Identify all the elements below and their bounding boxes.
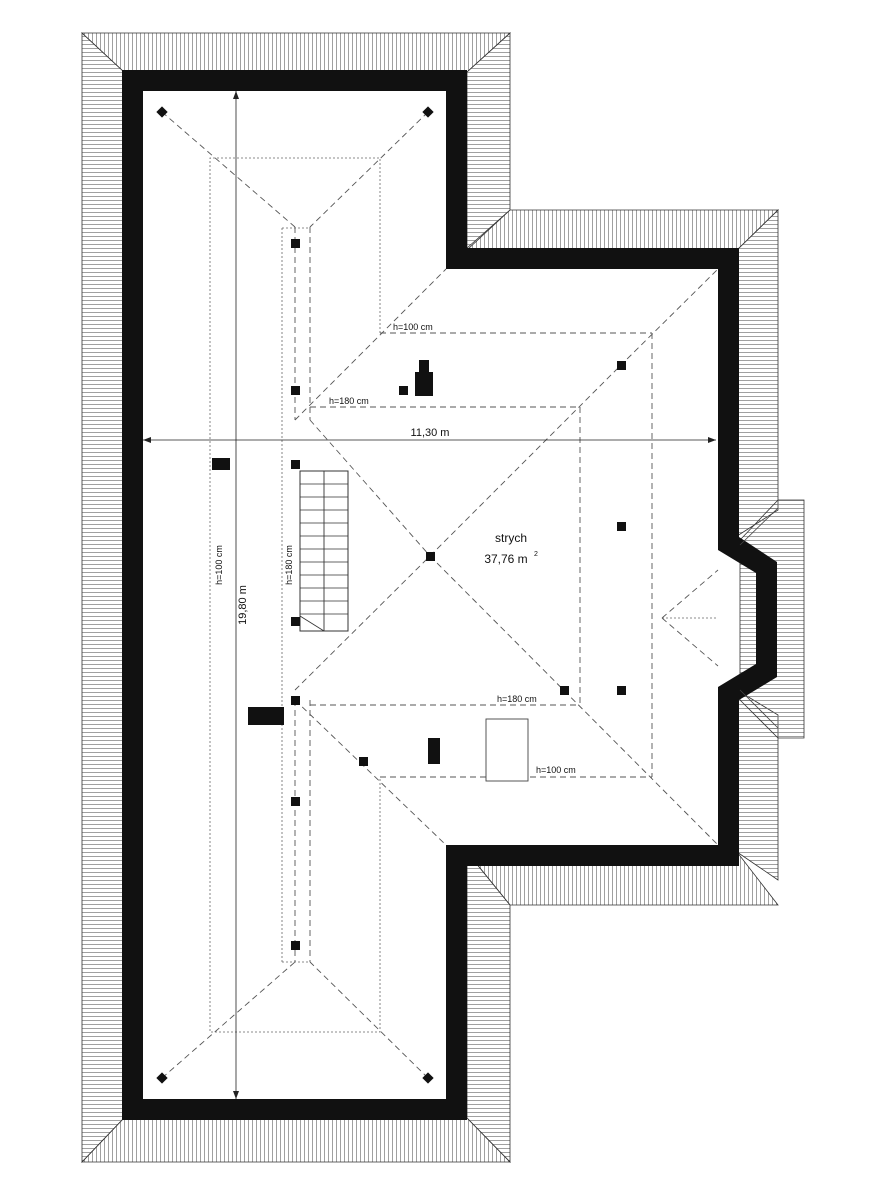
eave-wing-top bbox=[465, 209, 779, 251]
height-label-bottom-180: h=180 cm bbox=[497, 694, 537, 704]
height-label-bottom-100: h=100 cm bbox=[536, 765, 576, 775]
room-area: 37,76 m bbox=[484, 552, 527, 566]
chimney-top bbox=[415, 372, 433, 396]
dormer-lines bbox=[661, 507, 779, 729]
chimney-left-lower bbox=[248, 707, 284, 725]
outer-wall bbox=[122, 70, 777, 1120]
staircase bbox=[299, 470, 349, 632]
room-area-sup: 2 bbox=[534, 551, 538, 558]
height-lines bbox=[209, 157, 381, 1033]
height-label-left-100: h=100 cm bbox=[214, 545, 224, 585]
chimney-bottom bbox=[428, 738, 440, 764]
length-dimension: 19,80 m bbox=[237, 585, 249, 625]
labels: 11,30 m 19,80 m strych 37,76 m 2 h=100 c… bbox=[214, 322, 576, 775]
height-label-left-180: h=180 cm bbox=[284, 545, 294, 585]
roof-lines bbox=[161, 111, 719, 1079]
eave-wing-right-1 bbox=[736, 209, 779, 537]
eave-right-lower bbox=[466, 850, 511, 1163]
roof-eaves bbox=[80, 32, 805, 1163]
dimension-lines bbox=[143, 91, 716, 1099]
eave-bottom bbox=[81, 1117, 511, 1163]
room-name: strych bbox=[495, 531, 527, 545]
height-label-top-100: h=100 cm bbox=[393, 322, 433, 332]
posts bbox=[156, 106, 626, 1084]
vent-small bbox=[399, 386, 408, 395]
chimney-top-cap bbox=[419, 360, 429, 372]
chimney-left bbox=[212, 458, 230, 470]
width-dimension: 11,30 m bbox=[411, 427, 450, 439]
height-label-top-180: h=180 cm bbox=[329, 396, 369, 406]
roof-hatch bbox=[485, 718, 529, 782]
fixtures bbox=[212, 360, 529, 782]
eave-top bbox=[80, 32, 512, 73]
eave-left bbox=[81, 32, 125, 1163]
